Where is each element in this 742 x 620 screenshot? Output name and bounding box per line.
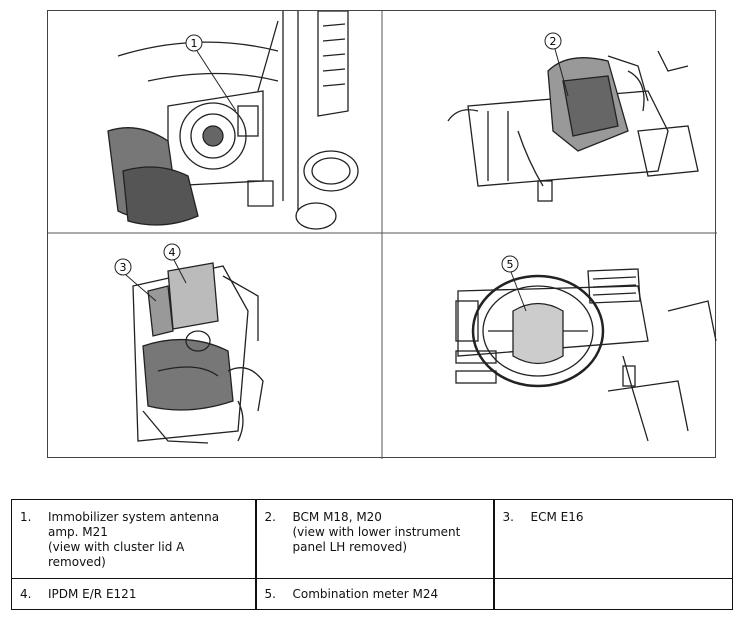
legend-cell-2: 2. BCM M18, M20 (view with lower instrume… xyxy=(254,498,495,580)
component-legend-table: 1. Immobilizer system antenna amp. M21 (v… xyxy=(11,498,733,610)
callout-2: 2 xyxy=(544,32,569,97)
legend-row: 1. Immobilizer system antenna amp. M21 (v… xyxy=(11,498,733,580)
legend-description: IPDM E/R E121 xyxy=(48,587,137,602)
legend-number: 2. xyxy=(264,510,276,524)
svg-text:1: 1 xyxy=(191,37,198,50)
legend-cell-empty xyxy=(493,578,733,610)
legend-description: ECM E16 xyxy=(530,510,584,524)
legend-description: Immobilizer system antenna amp. M21 (vie… xyxy=(48,510,220,569)
svg-text:4: 4 xyxy=(169,246,176,259)
figure-drawing: 1 2 3 4 5 xyxy=(48,11,717,459)
callout-group: 1 2 3 4 5 xyxy=(114,32,569,312)
panel-antenna-amp xyxy=(107,11,359,230)
legend-cell-1: 1. Immobilizer system antenna amp. M21 (v… xyxy=(11,498,256,580)
svg-text:2: 2 xyxy=(550,35,557,48)
panel-ecm-ipdm xyxy=(132,262,264,444)
legend-cell-3: 3. ECM E16 xyxy=(493,498,733,580)
legend-description: BCM M18, M20 (view with lower instrument… xyxy=(292,510,461,554)
legend-row: 4. IPDM E/R E121 5. Combination meter M24 xyxy=(11,578,733,610)
legend-number: 3. xyxy=(502,510,514,524)
legend-cell-4: 4. IPDM E/R E121 xyxy=(11,578,256,610)
legend-number: 4. xyxy=(20,587,32,602)
callout-3: 3 xyxy=(114,258,157,302)
legend-cell-5: 5. Combination meter M24 xyxy=(254,578,495,610)
panel-combination-meter xyxy=(455,268,717,442)
legend-description: Combination meter M24 xyxy=(292,587,439,602)
svg-text:5: 5 xyxy=(507,258,514,271)
component-location-figure: 1 2 3 4 5 xyxy=(47,10,717,459)
callout-4: 4 xyxy=(163,243,187,284)
callout-5: 5 xyxy=(501,255,527,312)
legend-number: 1. xyxy=(20,510,32,524)
svg-text:3: 3 xyxy=(120,261,127,274)
panel-bcm xyxy=(447,50,699,202)
callout-1: 1 xyxy=(185,34,237,112)
legend-number: 5. xyxy=(264,587,276,602)
